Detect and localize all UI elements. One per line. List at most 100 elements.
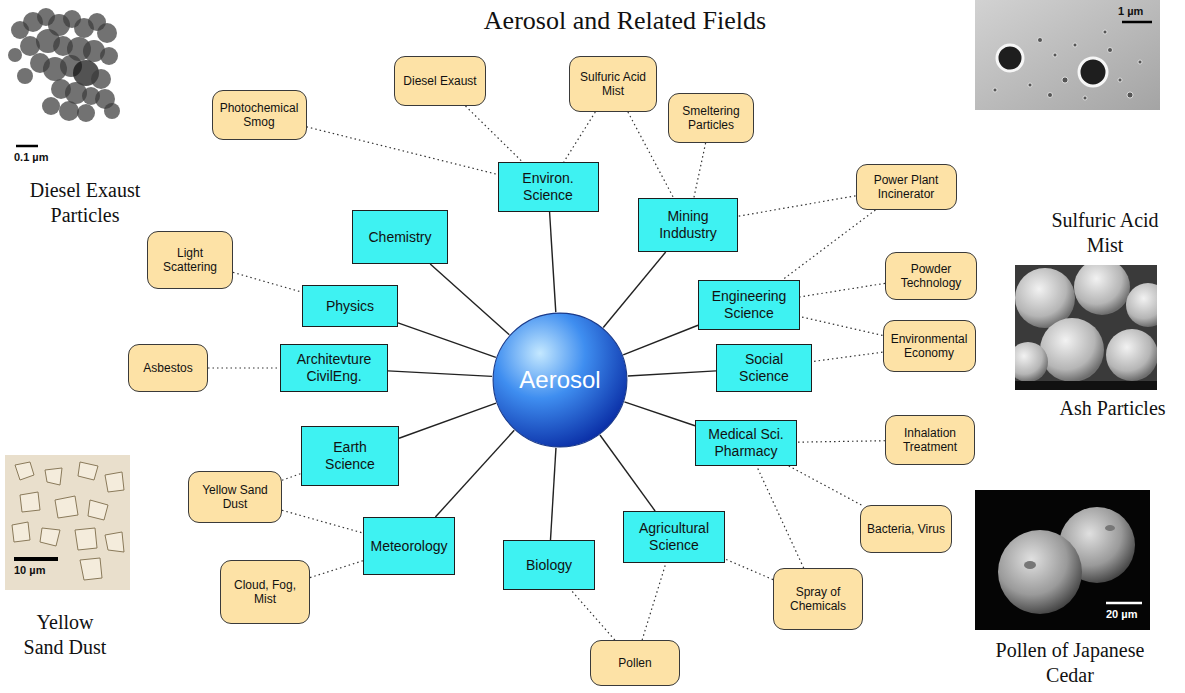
node-text: Earth Science	[307, 439, 393, 473]
field-box: Meteorology	[363, 517, 455, 575]
topic-box: Diesel Exaust	[394, 56, 486, 106]
mist-droplet	[997, 45, 1023, 71]
soot-particle	[91, 69, 111, 89]
mist-droplet	[993, 88, 997, 92]
node-text: Photochemical Smog	[218, 101, 301, 130]
pollen-grain	[998, 530, 1082, 614]
ash-particle	[1040, 318, 1104, 382]
node-text: Engineering Science	[704, 288, 794, 322]
connector-line	[398, 323, 496, 357]
mist-droplet	[1062, 77, 1068, 83]
scale-label: 10 µm	[14, 564, 74, 576]
mist-droplet	[1053, 53, 1057, 57]
dotted-connector	[757, 466, 804, 568]
field-box: Physics	[302, 285, 398, 327]
soot-particle	[42, 97, 60, 115]
node-text: Environmental Economy	[889, 332, 970, 361]
dotted-connector	[694, 143, 706, 198]
topic-box: Cloud, Fog, Mist	[220, 560, 310, 624]
connector-line	[624, 402, 695, 426]
soot-particle	[100, 47, 118, 65]
scale-label: 1 µm	[1118, 5, 1163, 17]
connector-line	[435, 430, 514, 517]
topic-box: Smeltering Particles	[668, 93, 754, 143]
field-box: Earth Science	[301, 426, 399, 486]
mist-droplet	[1079, 58, 1107, 86]
scale-label: 0.1 µm	[14, 151, 74, 163]
dotted-connector	[282, 473, 301, 480]
dotted-connector	[233, 272, 302, 292]
node-text: Sulfuric Acid Mist	[575, 70, 651, 99]
mist-droplet	[1118, 78, 1122, 82]
yellow-sand-photo	[5, 455, 130, 590]
ash-particle	[1106, 329, 1157, 381]
sand-grain	[20, 492, 40, 512]
node-text: Diesel Exaust	[403, 74, 476, 88]
connector-line	[603, 252, 665, 328]
mist-droplet	[1108, 48, 1113, 53]
node-text: Powder Technology	[891, 262, 971, 291]
field-box: Engineering Science	[698, 280, 800, 330]
field-box: Social Science	[716, 344, 812, 392]
node-text: Biology	[526, 557, 572, 574]
dotted-connector	[208, 367, 280, 368]
photo-ground	[5, 455, 130, 590]
dotted-connector	[725, 559, 773, 580]
dotted-connector	[307, 127, 498, 175]
connector-line	[430, 264, 509, 335]
sand-grain	[105, 472, 124, 492]
field-box: Agricultural Science	[623, 511, 725, 563]
soot-particle	[17, 68, 33, 84]
photo-strip	[1015, 381, 1157, 390]
node-text: Meteorology	[370, 538, 447, 555]
node-text: Light Scattering	[153, 246, 227, 275]
pollen-photo	[975, 490, 1150, 630]
soot-particle	[8, 48, 22, 62]
topic-box: Photochemical Smog	[212, 90, 307, 140]
mist-droplet	[1073, 43, 1077, 47]
connector-line	[550, 212, 556, 312]
photo-caption: Pollen of Japanese Cedar	[990, 638, 1150, 688]
field-box: Chemistry	[352, 210, 448, 264]
node-text: Power Plant Incinerator	[862, 173, 951, 202]
topic-box: Light Scattering	[147, 231, 233, 289]
photo-caption: Ash Particles	[1045, 396, 1180, 421]
field-box: Environ. Science	[498, 162, 599, 212]
node-text: Aerosol	[519, 366, 600, 394]
topic-box: Bacteria, Virus	[860, 505, 952, 553]
node-text: Bacteria, Virus	[867, 522, 945, 536]
sand-grain	[15, 462, 34, 480]
photo-caption: Sulfuric Acid Mist	[1035, 208, 1175, 258]
connector-line	[399, 403, 496, 438]
sand-grain	[12, 522, 30, 542]
topic-box: Power Plant Incinerator	[856, 164, 957, 210]
field-box: Mining Inddustry	[638, 198, 738, 252]
mist-droplet	[1103, 30, 1107, 34]
mist-droplet	[1028, 83, 1032, 87]
dotted-connector	[628, 112, 674, 198]
pollen-pore	[1024, 561, 1036, 569]
photo-ground	[975, 490, 1150, 630]
node-text: Yellow Sand Dust	[194, 483, 276, 512]
diesel-particles-photo	[8, 8, 120, 122]
scale-bar	[14, 557, 58, 561]
node-text: Spray of Chemicals	[779, 585, 857, 614]
sand-grain	[80, 558, 102, 580]
sand-grain	[105, 532, 124, 552]
sand-grain	[55, 496, 78, 518]
photo-caption: Yellow Sand Dust	[17, 610, 113, 660]
dotted-connector	[571, 590, 615, 640]
node-text: Asbestos	[143, 361, 192, 375]
mist-droplet	[1038, 38, 1043, 43]
topic-box: Inhalation Treatment	[885, 415, 975, 465]
scale-bar	[16, 145, 38, 148]
photo-caption: Diesel Exaust Particles	[15, 178, 155, 228]
dotted-connector	[800, 317, 883, 336]
ash-particle	[1126, 283, 1157, 327]
sand-grain	[88, 500, 108, 520]
ash-particle	[1074, 265, 1130, 315]
node-text: Physics	[326, 298, 374, 315]
mist-droplet	[1127, 92, 1133, 98]
soot-particle	[77, 104, 95, 122]
node-text: Mining Inddustry	[644, 208, 732, 242]
